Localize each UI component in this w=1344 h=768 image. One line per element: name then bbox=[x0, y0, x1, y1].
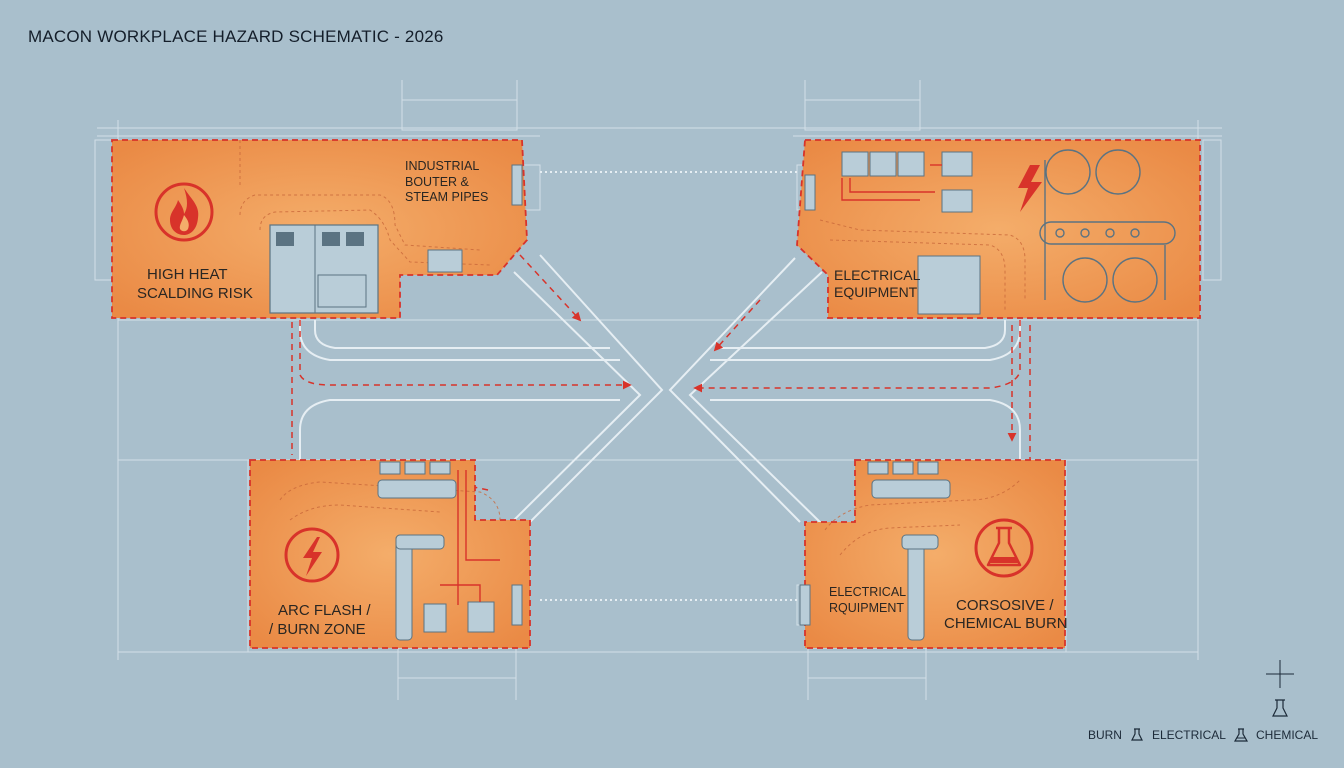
zone-sublabel-boiler: BOUTER & bbox=[405, 175, 470, 189]
zone-label-high-heat: HIGH HEAT bbox=[147, 266, 228, 283]
zone-label-corrosive: CORSOSIVE / bbox=[956, 597, 1054, 614]
zone-corrosive-chemical[interactable] bbox=[799, 459, 1066, 649]
zone-label-arc-flash: / BURN ZONE bbox=[269, 621, 366, 638]
zone-sublabel-electrical: ELECTRICAL bbox=[829, 585, 906, 599]
compass-icon bbox=[1266, 660, 1294, 717]
zone-label-corrosive: CHEMICAL BURN bbox=[944, 615, 1068, 632]
zone-label-high-heat: SCALDING RISK bbox=[137, 285, 253, 302]
page-title: MACON WORKPLACE HAZARD SCHEMATIC - 2026 bbox=[28, 27, 444, 46]
zone-label-electrical: ELECTRICAL bbox=[834, 267, 921, 283]
zone-electrical-equipment[interactable] bbox=[796, 139, 1201, 319]
zone-sublabel-boiler: INDUSTRIAL bbox=[405, 159, 479, 173]
flask-icon bbox=[974, 518, 1034, 578]
lightning-bolt-icon bbox=[1018, 165, 1042, 212]
zone-label-electrical: EQUIPMENT bbox=[834, 284, 918, 300]
zone-sublabel-boiler: STEAM PIPES bbox=[405, 190, 488, 204]
lightning-bolt-icon bbox=[284, 527, 340, 583]
zone-high-heat[interactable] bbox=[111, 139, 528, 319]
zone-sublabel-electrical: RQUIPMENT bbox=[829, 601, 904, 615]
legend-label-electrical: ELECTRICAL bbox=[1151, 728, 1226, 742]
legend-label-chemical: CHEMICAL bbox=[1255, 728, 1318, 742]
zone-arc-flash[interactable] bbox=[249, 459, 531, 649]
chemical-symbol-icon bbox=[1233, 728, 1249, 742]
zone-label-arc-flash: ARC FLASH / bbox=[278, 602, 371, 619]
fire-icon bbox=[154, 182, 214, 242]
burn-symbol-icon bbox=[1130, 728, 1143, 741]
legend-label-burn: BURN bbox=[1087, 728, 1122, 742]
legend: BURN ELECTRICAL CHEMICAL bbox=[1088, 727, 1318, 743]
